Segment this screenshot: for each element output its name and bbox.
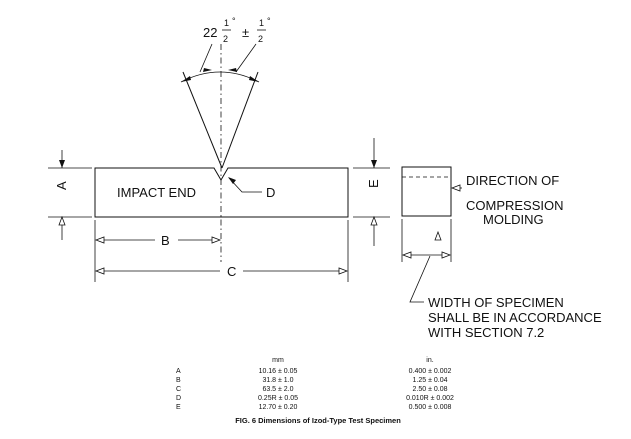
impact-end-label: IMPACT END (117, 185, 196, 200)
angle-degree: ° (232, 16, 236, 26)
notch-angle-line-right (221, 71, 259, 169)
direction-label-3: MOLDING (483, 212, 544, 227)
angle-arc (180, 71, 260, 83)
a-label: A (54, 181, 69, 190)
a-arrow-top (59, 160, 65, 168)
angle-arc-arrow-right (249, 76, 259, 82)
notch-angle-label: 22 1 2 ° ± 1 2 ° (203, 16, 271, 44)
e-arrow-top (371, 160, 377, 168)
width-label-3: WITH SECTION 7.2 (428, 325, 544, 340)
angle-leader-left (199, 43, 213, 73)
dimension-table: mm in. A 10.16 ± 0.05 0.400 ± 0.002 B 31… (176, 357, 454, 411)
width-label-2: SHALL BE IN ACCORDANCE (428, 310, 602, 325)
table-row-in: 0.500 ± 0.008 (409, 404, 452, 411)
a-arrow-bottom (58, 215, 66, 226)
angle-arrow-in-right (228, 68, 237, 72)
table-row-mm: 31.8 ± 1.0 (262, 377, 293, 384)
table-row-in: 0.010R ± 0.002 (406, 395, 454, 402)
table-row-in: 0.400 ± 0.002 (409, 368, 452, 375)
angle-whole: 22 (203, 25, 217, 40)
table-header-mm: mm (272, 357, 284, 364)
table-row-key: B (176, 377, 181, 384)
e-arrow-bottom (370, 215, 378, 226)
direction-label-2: COMPRESSION (466, 198, 564, 213)
b-arrow-right (211, 236, 222, 244)
width-arrow-top (434, 230, 442, 241)
width-arrow-left (401, 251, 412, 259)
table-row-key: D (176, 395, 181, 402)
d-label: D (266, 185, 275, 200)
table-row-key: A (176, 368, 181, 375)
angle-tol-denominator: 2 (258, 34, 263, 44)
angle-plus-minus: ± (242, 25, 249, 40)
direction-label-1: DIRECTION OF (466, 173, 559, 188)
direction-arrow-head (450, 184, 461, 192)
specimen-side-view (94, 167, 349, 218)
table-row-mm: 0.25R ± 0.05 (258, 395, 298, 402)
angle-arrow-in-left (203, 68, 212, 72)
c-arrow-left (94, 267, 105, 275)
c-arrow-right (338, 267, 349, 275)
table-row-in: 2.50 ± 0.08 (413, 386, 448, 393)
table-row-key: C (176, 386, 181, 393)
table-row-in: 1.25 ± 0.04 (413, 377, 448, 384)
figure-caption: FIG. 6 Dimensions of Izod-Type Test Spec… (235, 416, 401, 425)
table-row-mm: 63.5 ± 2.0 (262, 386, 293, 393)
e-label: E (366, 179, 381, 188)
table-header-in: in. (426, 357, 433, 364)
angle-numerator: 1 (224, 18, 229, 28)
width-arrow-right (441, 251, 452, 259)
table-row-key: E (176, 404, 181, 411)
angle-tol-degree: ° (267, 16, 271, 26)
specimen-end-view (401, 166, 452, 217)
angle-tol-numerator: 1 (259, 18, 264, 28)
c-label: C (227, 264, 236, 279)
table-row-mm: 10.16 ± 0.05 (259, 368, 298, 375)
angle-denominator: 2 (223, 34, 228, 44)
table-row-mm: 12.70 ± 0.20 (259, 404, 298, 411)
b-label: B (161, 233, 170, 248)
width-leader (409, 255, 431, 303)
notch-angle-line-left (182, 71, 223, 169)
width-label-1: WIDTH OF SPECIMEN (428, 295, 564, 310)
angle-leader-right (235, 43, 257, 73)
b-arrow-left (94, 236, 105, 244)
d-leader-arrow (228, 177, 236, 184)
